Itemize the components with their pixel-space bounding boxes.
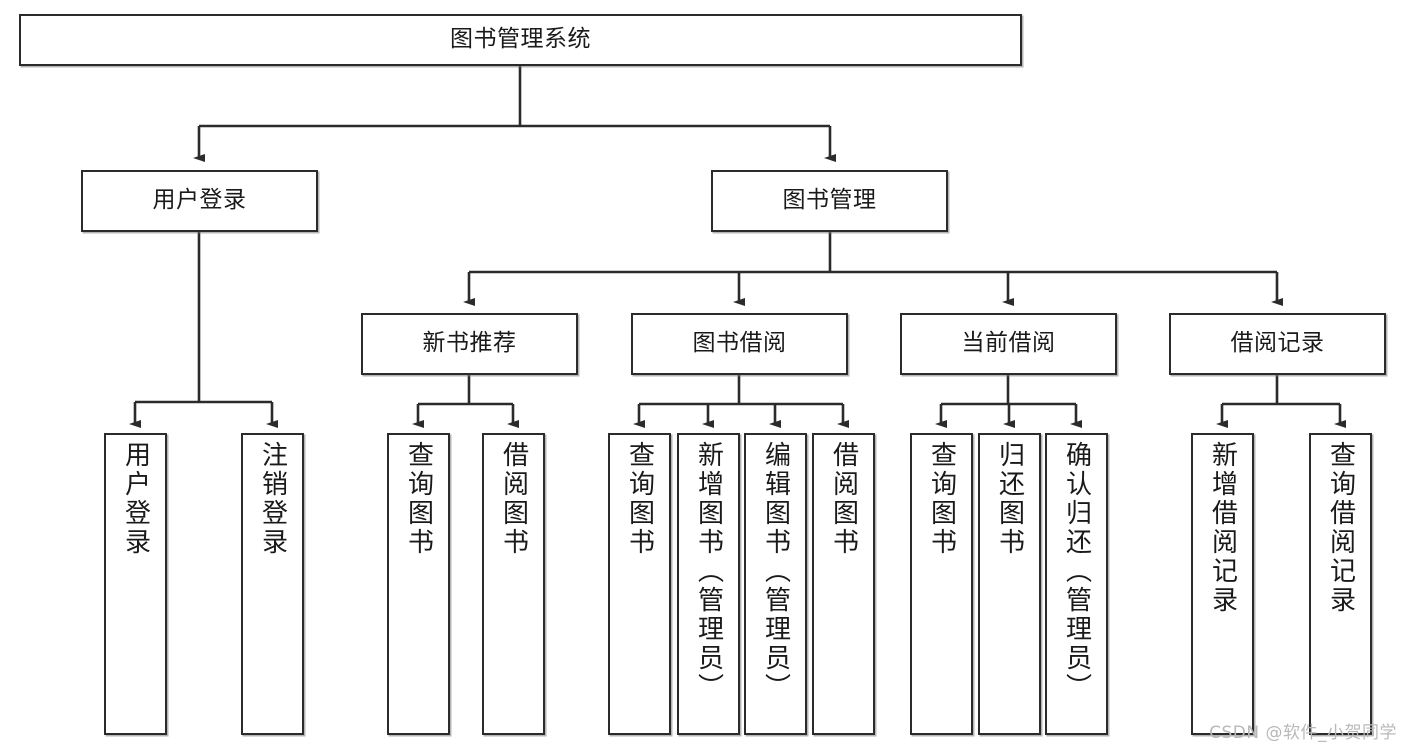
node-current-borrow[interactable]: 当前借阅 bbox=[900, 313, 1117, 375]
node-label: 图书管理 bbox=[782, 187, 877, 214]
node-label: 借阅图书 bbox=[828, 441, 859, 557]
node-label: 编辑图书（管理员） bbox=[760, 441, 791, 702]
node-label: 当前借阅 bbox=[961, 330, 1056, 357]
node-leaf-query-book-3[interactable]: 查询图书 bbox=[910, 433, 973, 735]
node-label: 查询图书 bbox=[403, 441, 434, 557]
node-leaf-borrow-book-1[interactable]: 借阅图书 bbox=[482, 433, 545, 735]
node-label: 查询图书 bbox=[624, 441, 655, 557]
node-label: 新增借阅记录 bbox=[1207, 441, 1238, 615]
node-borrow-record[interactable]: 借阅记录 bbox=[1169, 313, 1386, 375]
node-label: 借阅记录 bbox=[1230, 330, 1325, 357]
node-leaf-query-book-2[interactable]: 查询图书 bbox=[608, 433, 671, 735]
node-leaf-query-book-1[interactable]: 查询图书 bbox=[387, 433, 450, 735]
node-label: 确认归还（管理员） bbox=[1061, 441, 1092, 702]
node-book-borrow[interactable]: 图书借阅 bbox=[631, 313, 848, 375]
node-leaf-add-record[interactable]: 新增借阅记录 bbox=[1191, 433, 1254, 735]
node-label: 归还图书 bbox=[994, 441, 1025, 557]
node-label: 注销登录 bbox=[257, 441, 288, 557]
node-label: 用户登录 bbox=[120, 441, 151, 557]
node-leaf-add-book[interactable]: 新增图书（管理员） bbox=[677, 433, 740, 735]
node-label: 新书推荐 bbox=[422, 330, 517, 357]
node-new-book-rec[interactable]: 新书推荐 bbox=[361, 313, 578, 375]
node-label: 借阅图书 bbox=[498, 441, 529, 557]
node-label: 查询借阅记录 bbox=[1325, 441, 1356, 615]
node-leaf-confirm-return[interactable]: 确认归还（管理员） bbox=[1045, 433, 1108, 735]
node-leaf-query-record[interactable]: 查询借阅记录 bbox=[1309, 433, 1372, 735]
node-label: 用户登录 bbox=[152, 187, 247, 214]
node-book-manage[interactable]: 图书管理 bbox=[711, 170, 948, 232]
node-leaf-borrow-book-2[interactable]: 借阅图书 bbox=[812, 433, 875, 735]
node-label: 查询图书 bbox=[926, 441, 957, 557]
node-leaf-user-login[interactable]: 用户登录 bbox=[104, 433, 167, 735]
node-leaf-edit-book[interactable]: 编辑图书（管理员） bbox=[744, 433, 807, 735]
node-leaf-logout[interactable]: 注销登录 bbox=[241, 433, 304, 735]
node-label: 图书借阅 bbox=[692, 330, 787, 357]
node-user-login[interactable]: 用户登录 bbox=[81, 170, 318, 232]
node-label: 新增图书（管理员） bbox=[693, 441, 724, 702]
node-leaf-return-book[interactable]: 归还图书 bbox=[978, 433, 1041, 735]
node-root-system[interactable]: 图书管理系统 bbox=[19, 14, 1022, 66]
node-label: 图书管理系统 bbox=[450, 26, 591, 53]
csdn-watermark: CSDN @软件_小贺同学 bbox=[1209, 723, 1397, 743]
